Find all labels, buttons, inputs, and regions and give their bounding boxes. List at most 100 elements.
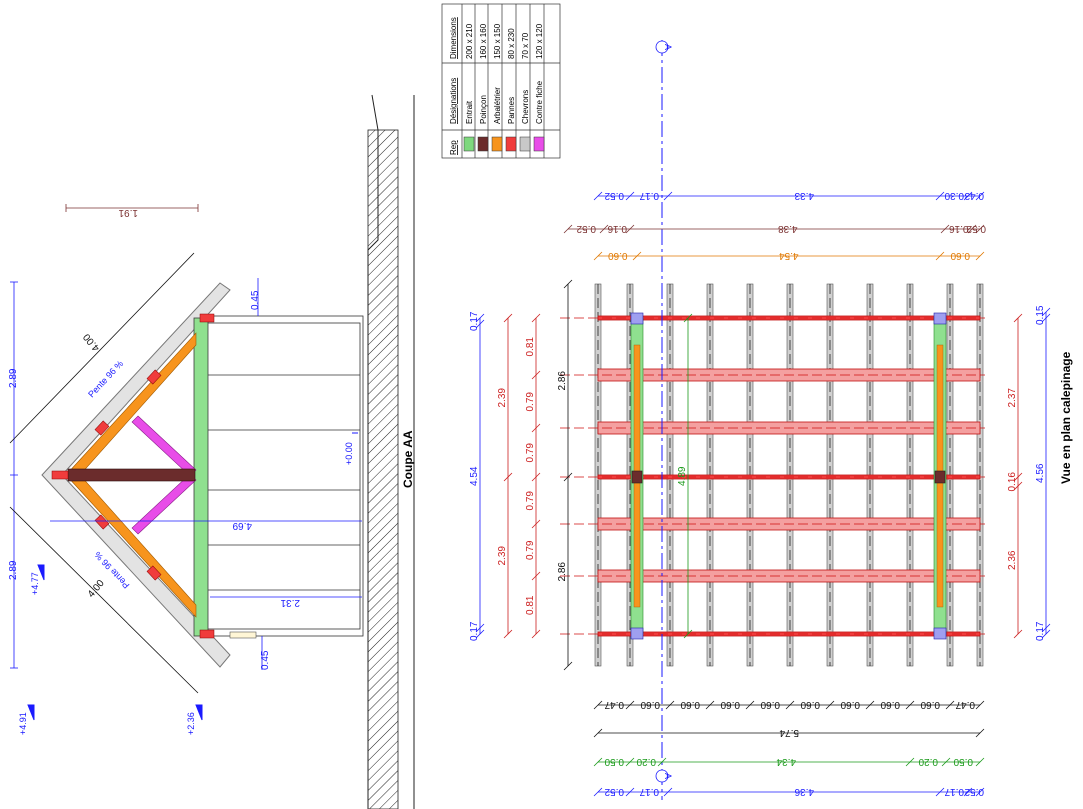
section-black-dims	[9, 252, 199, 694]
bottom-spacing-dim-label: 0.60	[720, 699, 740, 710]
bottom-blue-dim-label: 0.17	[944, 786, 964, 797]
right-red-dim-label: 2.36	[1007, 550, 1018, 570]
purlin	[146, 565, 162, 581]
right-blue-dim-label: 4.56	[1035, 463, 1046, 483]
top-blue-dim-tick	[935, 191, 945, 201]
right-red-dim-label: 0.16	[1007, 472, 1018, 492]
right-red-dim-tick	[1013, 481, 1023, 491]
top-brown-dim-tick	[599, 224, 609, 234]
top-blue-dim-label: 0.17	[639, 190, 659, 201]
label-wall-top: 0.45	[250, 290, 261, 310]
left-red-inner-dim-label: 0.81	[525, 337, 536, 357]
king-post-plan	[934, 470, 946, 484]
purlin	[146, 369, 162, 385]
section-marker-label: A	[663, 773, 673, 779]
bottom-green-dim-label: 0.50	[953, 756, 973, 767]
top-orange-dim-label: 0.60	[608, 250, 628, 261]
table-designation: Arbalétrier	[493, 87, 502, 124]
left-red-dim-tick	[503, 629, 513, 639]
table-dimension: 160 x 160	[479, 23, 488, 59]
bottom-spacing-dim-label: 0.60	[680, 699, 700, 710]
bottom-green-dim-label: 0.20	[636, 756, 656, 767]
bottom-spacing-dim-tick	[705, 700, 715, 710]
bottom-green-dim-tick	[657, 757, 667, 767]
left-blue-dim-tick	[475, 313, 485, 323]
top-brown-dim-tick	[967, 224, 977, 234]
top-blue-dim-label: 0.30	[944, 190, 964, 201]
table-header-rep: Rep	[449, 140, 458, 155]
ground-line	[367, 94, 379, 809]
bottom-spacing-dim-tick	[625, 700, 635, 710]
top-blue-dim-label: 0.52	[604, 190, 624, 201]
left-red-inner-dim-label: 0.79	[525, 540, 536, 560]
label-level-477: +4.77	[30, 572, 40, 595]
section-marker-top	[655, 40, 669, 54]
bottom-blue-dim-tick	[663, 787, 673, 797]
bottom-blue-dim-tick	[625, 787, 635, 797]
left-black-dim-tick	[563, 661, 573, 671]
top-blue-dim-tick	[663, 191, 673, 201]
label-rafter-top: 4.00	[81, 331, 102, 353]
table-swatch	[477, 136, 489, 152]
bottom-spacing-dim-label: 0.60	[800, 699, 820, 710]
wall-frame	[196, 315, 364, 637]
ground-hatch	[367, 129, 399, 809]
ridge-purlin	[51, 470, 69, 480]
top-blue-dim-label: 0.43	[964, 190, 984, 201]
left-black-dim-label: 2.86	[557, 371, 568, 391]
top-blue-dim-tick	[975, 191, 985, 201]
label-overhang: 1.91	[118, 207, 138, 218]
left-black-dim-label: 2.86	[557, 562, 568, 582]
purlin	[94, 420, 110, 436]
top-orange-dim-label: 0.60	[950, 250, 970, 261]
table-swatch	[505, 136, 517, 152]
top-orange-dim-tick	[632, 251, 642, 261]
table-designation: Chevrons	[521, 90, 530, 124]
bottom-green-dim-tick	[625, 757, 635, 767]
bottom-spacing-dim-tick	[785, 700, 795, 710]
wall-plate	[199, 629, 215, 639]
mid-green-dim-label: 4.89	[677, 466, 688, 486]
top-brown-dim-tick	[975, 224, 985, 234]
label-wall-bottom: 0.45	[260, 650, 271, 670]
table-dimension: 80 x 230	[507, 28, 516, 59]
left-red-inner-dim-tick	[531, 313, 541, 323]
left-red-dim-tick	[503, 472, 513, 482]
left-red-inner-dim-tick	[531, 423, 541, 433]
table-designation: Entrait	[465, 100, 474, 124]
bottom-spacing-dim-label: 0.60	[640, 699, 660, 710]
wall-plate-plan	[630, 627, 644, 640]
label-level-491: +4.91	[18, 712, 28, 735]
label-span: 4.69	[232, 520, 252, 531]
top-brown-dim-tick	[625, 224, 635, 234]
section-marker-label: A	[663, 44, 673, 50]
top-blue-dim-label: 4.33	[794, 190, 814, 201]
table-designation: Poinçon	[479, 95, 488, 124]
bottom-blue-dim-label: 4.36	[794, 786, 814, 797]
label-level-236: +2.36	[186, 712, 196, 735]
bottom-spacing-dim-tick	[865, 700, 875, 710]
bottom-total-dim-tick	[593, 728, 603, 738]
left-black-dim-tick	[563, 472, 573, 482]
table-swatch	[463, 136, 475, 152]
right-red-dim-label: 2.37	[1007, 388, 1018, 408]
right-blue-dim-tick	[1041, 313, 1051, 323]
top-brown-dim-label: 0.52	[966, 223, 986, 234]
bottom-spacing-dim-tick	[745, 700, 755, 710]
wall-plate-plan	[630, 312, 644, 325]
bottom-spacing-dim-tick	[593, 700, 603, 710]
table-header-designations: Désignations	[449, 78, 458, 124]
bottom-spacing-dim-label: 0.60	[880, 699, 900, 710]
top-brown-dim-label: 0.16	[949, 223, 969, 234]
bottom-blue-dim-label: 0.17	[639, 786, 659, 797]
top-brown-dim-label: 0.52	[576, 223, 596, 234]
right-red-dim-tick	[1013, 313, 1023, 323]
mid-green-dim-tick	[683, 629, 693, 639]
bottom-total-dim-label: 5.74	[779, 727, 799, 738]
overhang-dim	[65, 204, 199, 212]
left-red-inner-dim-label: 0.79	[525, 491, 536, 511]
purlin	[94, 514, 110, 530]
top-blue-dim-tick	[593, 191, 603, 201]
label-level-0: +0.00	[344, 442, 354, 465]
